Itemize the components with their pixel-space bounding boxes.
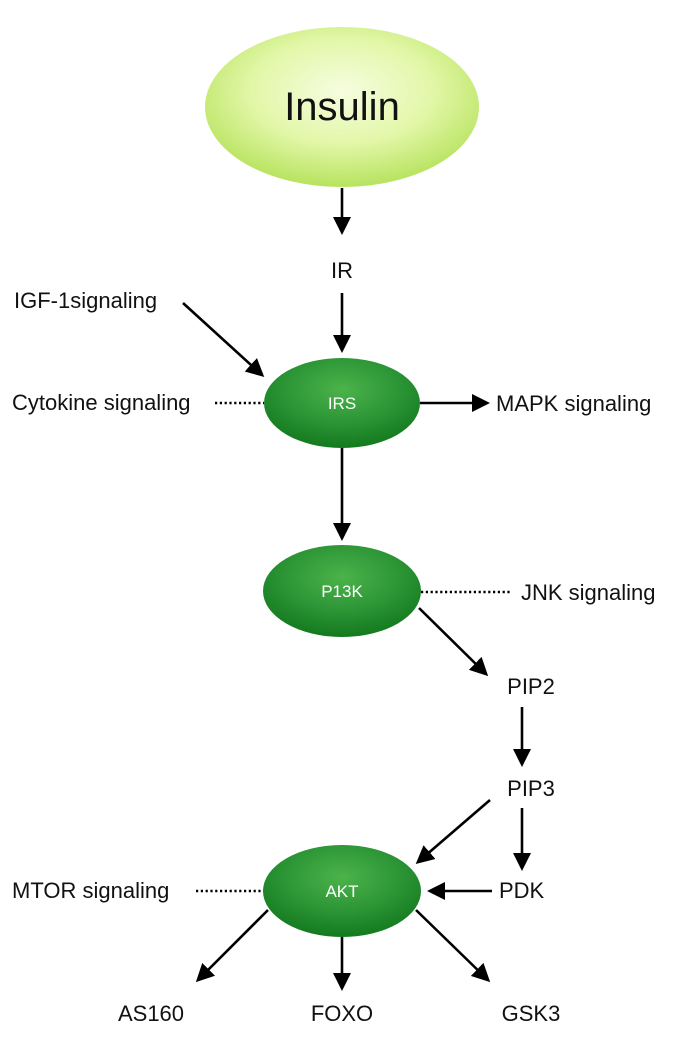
akt-label: AKT <box>325 882 358 901</box>
insulin-label: Insulin <box>284 85 400 129</box>
igf1-signaling-label: IGF-1signaling <box>14 288 157 313</box>
p13k-node: P13K <box>263 545 421 637</box>
p13k-label: P13K <box>321 582 363 601</box>
cytokine-signaling-label: Cytokine signaling <box>12 390 191 415</box>
irs-node: IRS <box>264 358 420 448</box>
mapk-signaling-label: MAPK signaling <box>496 391 651 416</box>
pip3-label: PIP3 <box>507 776 555 801</box>
foxo-label: FOXO <box>311 1001 373 1026</box>
irs-label: IRS <box>328 394 356 413</box>
pdk-label: PDK <box>499 878 545 903</box>
akt-node: AKT <box>263 845 421 937</box>
mtor-signaling-label: MTOR signaling <box>12 878 169 903</box>
arrow-igf1-to-irs <box>182 302 265 378</box>
jnk-signaling-label: JNK signaling <box>521 580 656 605</box>
as160-label: AS160 <box>118 1001 184 1026</box>
arrow-akt-to-gsk3 <box>415 909 491 983</box>
insulin-node: Insulin <box>205 27 479 187</box>
arrow-p13k-to-pip2 <box>418 607 489 677</box>
gsk3-label: GSK3 <box>502 1001 561 1026</box>
arrow-pip3-to-akt <box>415 799 491 864</box>
arrow-akt-to-as160 <box>195 909 269 983</box>
ir-label: IR <box>331 258 353 283</box>
pip2-label: PIP2 <box>507 674 555 699</box>
